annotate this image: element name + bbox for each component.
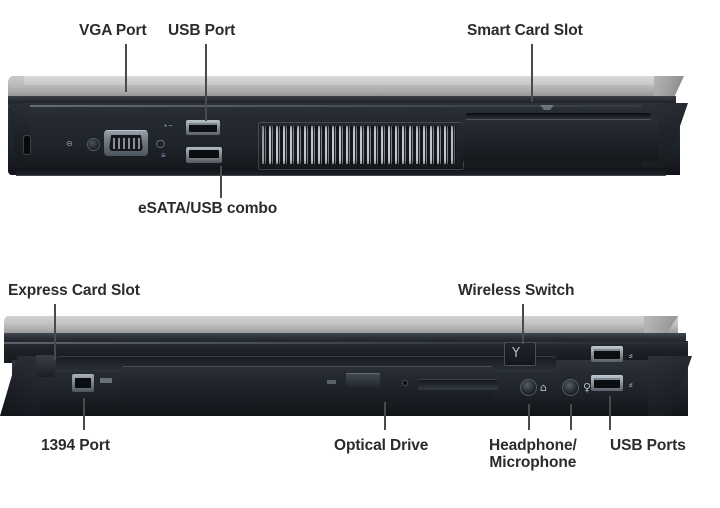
callout-label-usb-ports: USB Ports bbox=[610, 437, 686, 454]
esata-usb-combo-port bbox=[186, 147, 222, 163]
wireless-switch bbox=[504, 342, 536, 366]
callout-label-esata: eSATA/USB combo bbox=[138, 200, 278, 217]
vga-indicator-port bbox=[88, 139, 99, 150]
leader-line-optical bbox=[384, 402, 386, 430]
leader-line-usb bbox=[205, 44, 207, 121]
express-card-release-tab bbox=[36, 355, 54, 377]
usb-icon-upper: ⸗ bbox=[629, 349, 633, 362]
hinge-line-bottom bbox=[4, 333, 686, 343]
ieee-1394-icon bbox=[100, 378, 112, 383]
microphone-jack bbox=[563, 380, 578, 395]
usb-icon-top: ⋆− bbox=[163, 121, 173, 130]
callout-label-express-card: Express Card Slot bbox=[8, 282, 140, 299]
media-card-reader-slot bbox=[418, 379, 498, 390]
chassis-base-shadow-top bbox=[16, 168, 666, 176]
smart-card-slot bbox=[466, 113, 651, 119]
leader-line-headphone bbox=[528, 404, 530, 430]
callout-label-vga: VGA Port bbox=[79, 22, 147, 39]
callout-label-usb: USB Port bbox=[168, 22, 236, 39]
leader-line-esata bbox=[220, 166, 222, 198]
vga-connector bbox=[104, 130, 148, 156]
wireless-icon: Y bbox=[512, 346, 520, 361]
usb-icon-lower: ⸗ bbox=[629, 378, 633, 391]
lid-taper-right bbox=[654, 76, 684, 98]
smart-card-panel bbox=[462, 119, 658, 161]
smart-card-slot-marker bbox=[540, 105, 554, 110]
lock-icon: ⊝ bbox=[66, 139, 73, 148]
microphone-icon: ♀ bbox=[583, 381, 592, 394]
callout-label-audio-line2: Microphone bbox=[489, 454, 577, 471]
callout-label-audio: Headphone/ Microphone bbox=[489, 437, 577, 471]
callout-label-optical: Optical Drive bbox=[334, 437, 429, 454]
vga-pin-rows bbox=[113, 138, 140, 149]
usb-port-upper-bottom-view bbox=[591, 346, 623, 362]
leader-line-smart-card bbox=[531, 44, 533, 102]
leader-line-microphone bbox=[570, 404, 572, 430]
chassis-corner-left-bottom bbox=[0, 356, 40, 416]
callout-label-smart-card: Smart Card Slot bbox=[467, 22, 583, 39]
leader-line-1394 bbox=[83, 398, 85, 430]
esata-icon: ≡ bbox=[161, 151, 166, 160]
hinge-line-top bbox=[8, 96, 676, 105]
usb-port-lower-bottom-view bbox=[591, 375, 623, 391]
optical-drive-emergency-eject-hole bbox=[403, 381, 407, 385]
leader-line-wireless bbox=[522, 304, 524, 344]
callout-label-1394: 1394 Port bbox=[41, 437, 110, 454]
leader-line-vga bbox=[125, 44, 127, 92]
laptop-lid-bottom bbox=[4, 316, 678, 336]
optical-drive-eject-button bbox=[346, 373, 380, 387]
security-lock-slot bbox=[24, 136, 30, 154]
headphone-jack bbox=[521, 380, 536, 395]
leader-line-usb-ports bbox=[609, 396, 611, 430]
laptop-lid-top bbox=[8, 76, 672, 98]
usb-port-top-view bbox=[186, 120, 220, 135]
ieee-1394-port bbox=[72, 374, 94, 392]
leader-line-express-card bbox=[54, 304, 56, 360]
optical-drive-indicator bbox=[327, 380, 336, 384]
callout-label-audio-line1: Headphone/ bbox=[489, 437, 577, 454]
headphone-icon: ⌂ bbox=[540, 381, 547, 394]
callout-label-wireless: Wireless Switch bbox=[458, 282, 575, 299]
ventilation-grille bbox=[262, 126, 456, 164]
vga-icon: ◯ bbox=[156, 139, 165, 148]
